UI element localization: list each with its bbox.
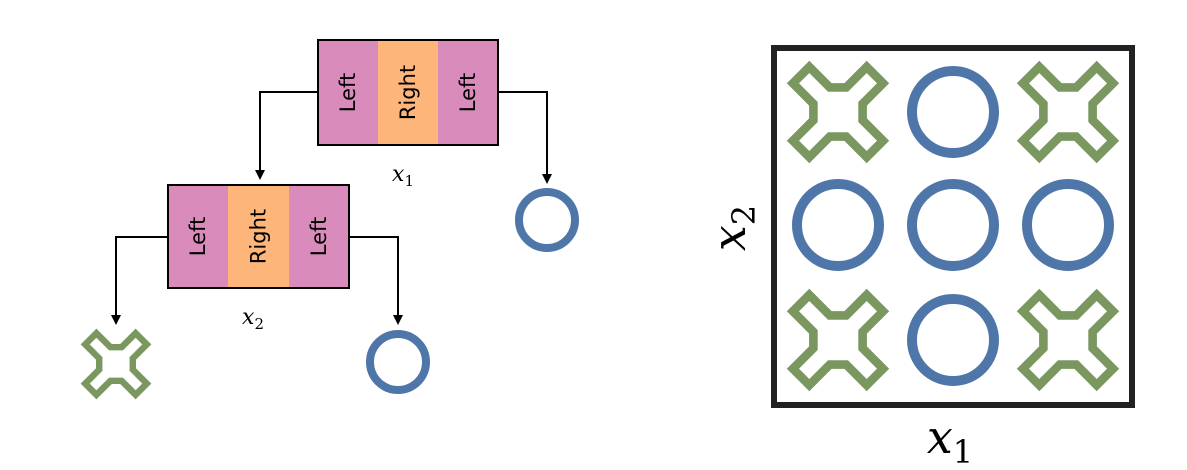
child-segment-left-2 — [289, 185, 349, 288]
root-right-edge — [498, 91, 552, 184]
root-left-edge — [255, 91, 318, 180]
root-segment-left-2 — [438, 40, 498, 145]
child-segment-right — [228, 185, 289, 288]
grid-cell-1-3-cross — [1016, 60, 1120, 164]
child-segment-label-2: Right — [247, 209, 271, 264]
grid-cell-3-1-cross — [786, 288, 890, 392]
child-segment-label-1: Left — [186, 217, 210, 257]
plot-frame — [771, 45, 1135, 408]
child-split-node: Left Right Left x2 — [167, 184, 350, 333]
root-segment-left-1 — [318, 40, 378, 145]
root-segment-right — [378, 40, 438, 145]
child-right-leaf-circle — [366, 330, 430, 394]
y-axis-label: x2 — [702, 205, 763, 251]
grid-cell-1-1-cross — [786, 60, 890, 164]
root-segment-label-2: Right — [396, 65, 420, 120]
grid-cells — [786, 60, 1120, 392]
root-right-leaf-circle — [515, 188, 579, 252]
child-left-edge — [111, 236, 168, 325]
grid-cell-1-2-circle — [907, 66, 999, 158]
root-segment-label-1: Left — [336, 73, 360, 113]
child-left-leaf-cross — [80, 328, 152, 400]
root-variable-label: x1 — [392, 162, 414, 190]
grid-cell-2-1-circle — [792, 179, 884, 271]
decision-tree: Left Right Left x1 Left Right Left x2 — [80, 39, 579, 400]
x-axis-label: x1 — [927, 410, 973, 470]
child-variable-label: x2 — [242, 305, 264, 333]
child-right-edge — [349, 236, 403, 325]
child-segment-label-3: Left — [307, 217, 331, 257]
grid-cell-3-3-cross — [1016, 288, 1120, 392]
grid-cell-3-2-circle — [907, 294, 999, 386]
child-segment-left-1 — [168, 185, 228, 288]
root-segment-label-3: Left — [456, 73, 480, 113]
grid-cell-2-2-circle — [907, 179, 999, 271]
root-split-node: Left Right Left x1 — [317, 39, 499, 190]
feature-space-plot: x1 x2 — [702, 45, 1135, 470]
grid-cell-2-3-circle — [1022, 179, 1114, 271]
